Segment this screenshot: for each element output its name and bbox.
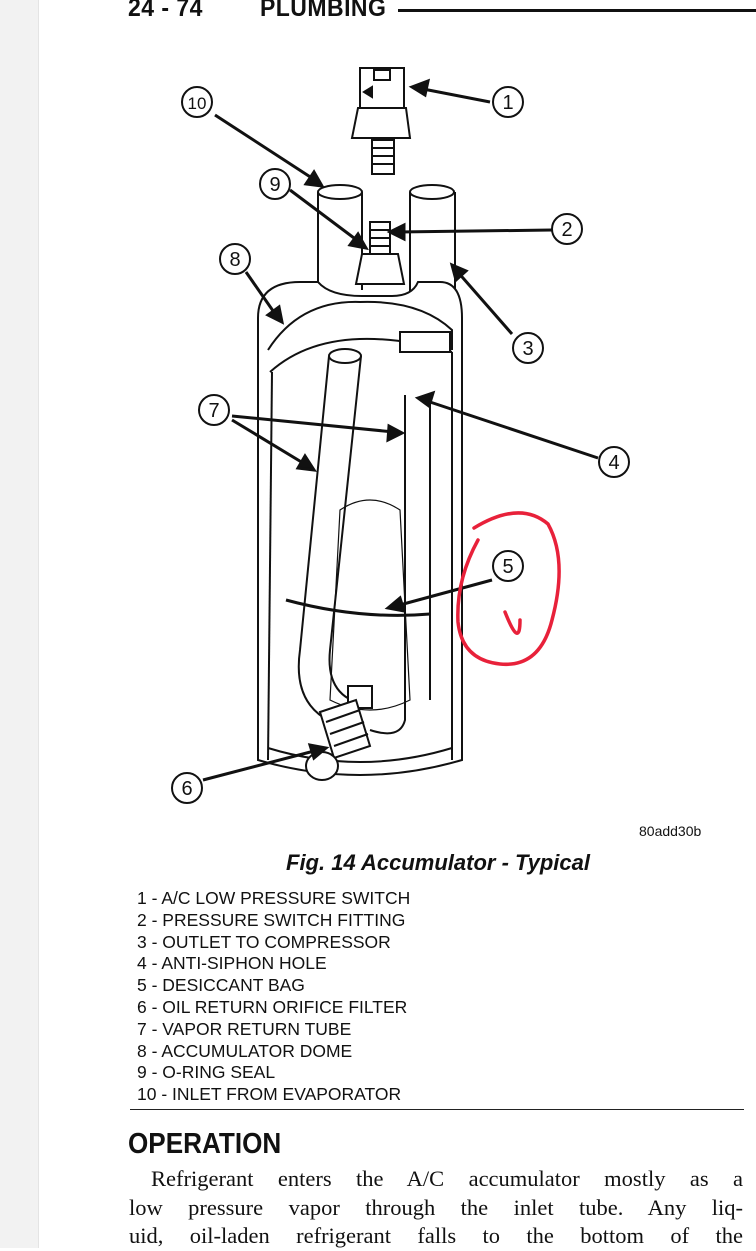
header-rule — [398, 9, 756, 12]
paragraph-line: Refrigerant enters the A/C accumulator m… — [151, 1166, 743, 1191]
callout-2: 2 — [561, 219, 572, 241]
legend-item: 8 - ACCUMULATOR DOME — [137, 1040, 353, 1061]
legend-item: 1 - A/C LOW PRESSURE SWITCH — [137, 888, 411, 908]
callout-4: 4 — [608, 452, 619, 474]
legend-item: 6 - OIL RETURN ORIFICE FILTER — [137, 996, 408, 1017]
callout-9: 9 — [269, 174, 280, 196]
section-heading: OPERATION — [128, 1128, 282, 1160]
legend-item: 10 - INLET FROM EVAPORATOR — [137, 1084, 402, 1105]
callout-10: 10 — [188, 94, 207, 113]
legend-divider — [130, 1109, 744, 1110]
legend-item: 4 - ANTI-SIPHON HOLE — [137, 953, 327, 974]
operation-paragraph: Refrigerant enters the A/C accumulator m… — [129, 1165, 743, 1251]
accumulator-body — [257, 281, 463, 776]
figure-legend: 1 - A/C LOW PRESSURE SWITCH 2 - PRESSURE… — [137, 888, 410, 1106]
page-gutter — [0, 0, 39, 1248]
paragraph-line: low pressure vapor through the inlet tub… — [129, 1194, 743, 1220]
page-header: 24 - 74 PLUMBING — [128, 0, 756, 34]
callout-3: 3 — [522, 338, 533, 360]
page-number: 24 - 74 — [128, 0, 203, 22]
callout-6: 6 — [181, 778, 192, 800]
callout-8: 8 — [229, 249, 240, 271]
low-pressure-switch — [350, 67, 412, 175]
figure-caption: Fig. 14 Accumulator - Typical — [286, 850, 590, 875]
figure-code: 80add30b — [639, 823, 702, 839]
paragraph-line: uid, oil-laden refrigerant falls to the … — [129, 1223, 743, 1248]
callout-1: 1 — [502, 92, 513, 114]
pressure-switch-fitting — [354, 221, 406, 285]
callout-7: 7 — [208, 400, 219, 422]
accumulator-diagram: 1 2 3 4 5 6 7 8 9 10 — [171, 67, 630, 804]
red-annotation-circle — [456, 511, 561, 667]
legend-item: 3 - OUTLET TO COMPRESSOR — [137, 931, 391, 952]
legend-item: 7 - VAPOR RETURN TUBE — [137, 1018, 352, 1039]
legend-item: 9 - O-RING SEAL — [137, 1062, 276, 1083]
legend-item: 5 - DESICCANT BAG — [137, 975, 305, 996]
callout-5: 5 — [502, 556, 513, 578]
section-title: PLUMBING — [260, 0, 387, 22]
legend-item: 2 - PRESSURE SWITCH FITTING — [137, 909, 406, 930]
